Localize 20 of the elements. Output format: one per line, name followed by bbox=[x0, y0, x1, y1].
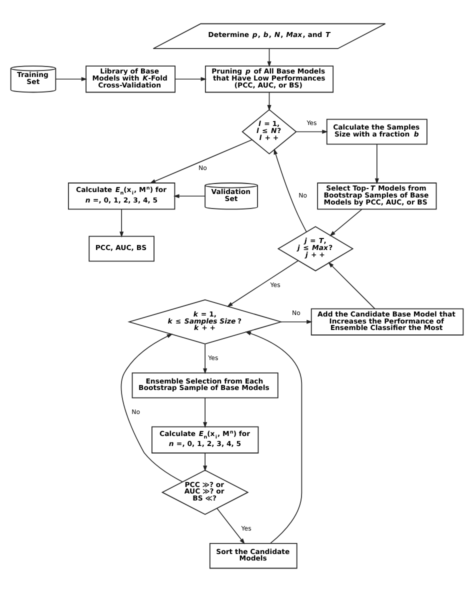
arrow bbox=[203, 452, 208, 472]
arrow bbox=[55, 77, 88, 82]
arrow bbox=[274, 148, 307, 232]
arrow bbox=[245, 332, 302, 544]
arrow bbox=[330, 209, 362, 236]
arrow bbox=[374, 144, 379, 184]
arrow bbox=[328, 262, 376, 310]
arrow bbox=[203, 397, 208, 428]
arrow bbox=[174, 77, 207, 82]
arrow bbox=[173, 194, 206, 198]
arrow bbox=[203, 344, 208, 374]
arrow bbox=[150, 139, 252, 184]
arrow bbox=[267, 48, 272, 68]
arrow bbox=[120, 209, 124, 238]
arrow bbox=[120, 334, 183, 482]
arrow bbox=[226, 260, 299, 307]
arrow bbox=[280, 320, 312, 324]
arrow bbox=[296, 130, 328, 134]
arrow bbox=[216, 508, 245, 544]
arrow bbox=[267, 92, 272, 111]
